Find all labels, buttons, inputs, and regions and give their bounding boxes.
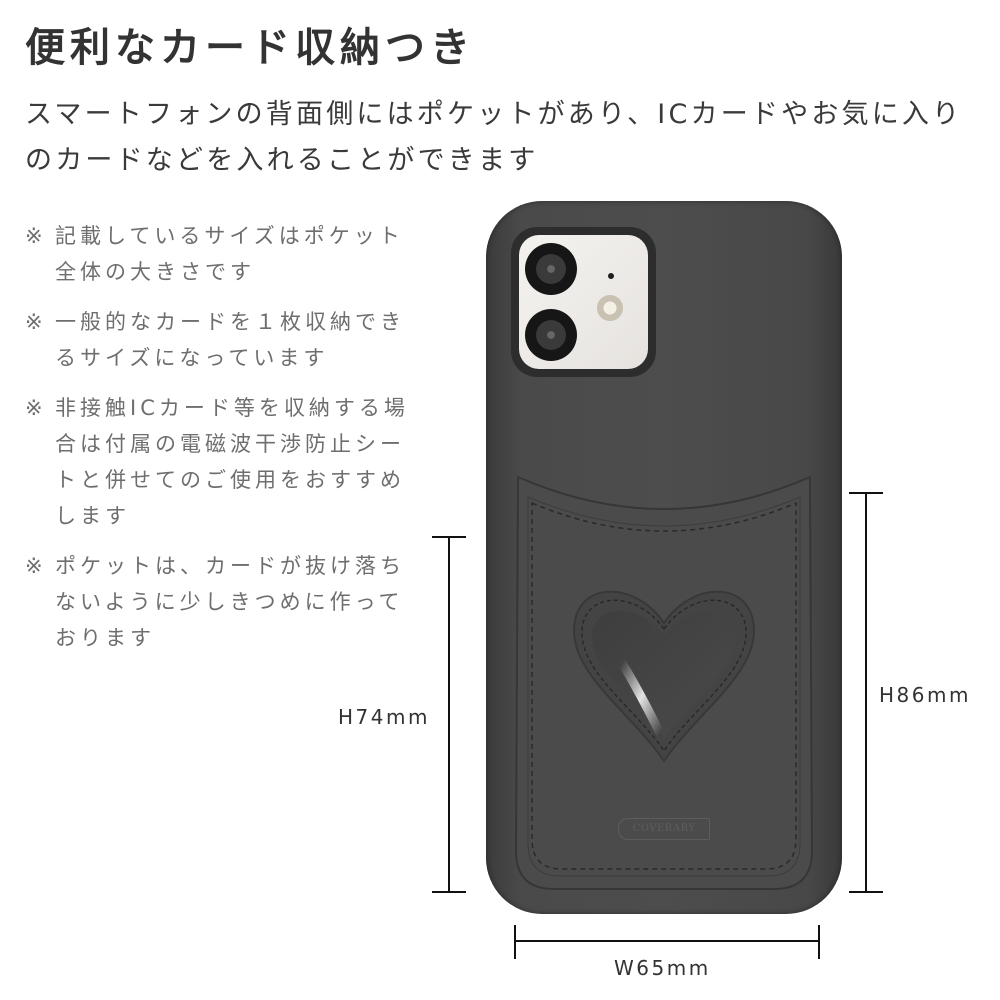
camera-cutout — [511, 227, 656, 377]
dimension-line — [865, 493, 867, 892]
dimension-line — [515, 940, 819, 942]
page-title: 便利なカード収納つき — [25, 25, 475, 71]
note-item: ※ 非接触ICカード等を収納する場 合は付属の電磁波干渉防止シー トと併せてのご… — [25, 390, 425, 534]
lead-line: のカードなどを入れることができます — [25, 145, 539, 176]
reference-mark-icon: ※ — [25, 310, 47, 334]
note-line: 全体の大きさです — [55, 260, 255, 284]
dimension-cap-left — [514, 925, 516, 959]
note-line: 一般的なカードを１枚収納でき — [55, 310, 405, 334]
reference-mark-icon: ※ — [25, 396, 47, 420]
dimension-cap-bottom — [849, 891, 883, 893]
brand-logo: COVERARY — [618, 818, 710, 840]
card-pocket: COVERARY — [514, 471, 814, 891]
dimension-line — [448, 537, 450, 892]
note-line: 合は付属の電磁波干渉防止シー — [55, 432, 405, 456]
note-line: るサイズになっています — [55, 346, 329, 370]
note-item: ※ 一般的なカードを１枚収納でき るサイズになっています — [25, 304, 425, 376]
lead-description: スマートフォンの背面側にはポケットがあり、ICカードやお気に入り のカードなどを… — [25, 92, 995, 184]
reference-mark-icon: ※ — [25, 224, 47, 248]
pocket-height-label: H74mm — [338, 705, 430, 729]
note-line: ポケットは、カードが抜け落ち — [55, 554, 405, 578]
note-line: 非接触ICカード等を収納する場 — [55, 396, 409, 420]
dimension-cap-bottom — [432, 891, 466, 893]
note-line: 記載しているサイズはポケット — [55, 224, 404, 248]
phone-case-image: COVERARY — [486, 201, 842, 914]
reference-mark-icon: ※ — [25, 554, 47, 578]
pocket-outline-icon — [514, 475, 814, 890]
note-item: ※ ポケットは、カードが抜け落ち ないように少しきつめに作って おります — [25, 548, 425, 656]
lead-line: スマートフォンの背面側にはポケットがあり、ICカードやお気に入り — [25, 99, 963, 130]
microphone-icon — [608, 273, 614, 279]
note-item: ※ 記載しているサイズはポケット 全体の大きさです — [25, 218, 425, 290]
width-label: W65mm — [614, 956, 711, 980]
camera-lens-icon — [525, 309, 577, 361]
dimension-cap-right — [818, 925, 820, 959]
camera-module — [519, 235, 648, 369]
flash-icon — [597, 295, 623, 321]
notes-list: ※ 記載しているサイズはポケット 全体の大きさです ※ 一般的なカードを１枚収納… — [25, 218, 425, 670]
camera-lens-icon — [525, 243, 577, 295]
note-line: おります — [55, 626, 155, 650]
note-line: ないように少しきつめに作って — [55, 590, 404, 614]
note-line: します — [55, 504, 130, 528]
note-line: トと併せてのご使用をおすすめ — [55, 468, 405, 492]
case-height-label: H86mm — [879, 683, 971, 707]
